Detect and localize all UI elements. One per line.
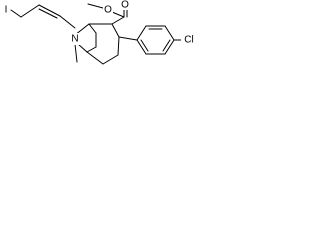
ring-bond-6 — [136, 39, 147, 55]
bond-c4-bridgehead — [86, 51, 104, 65]
bond-c2-c3 — [117, 36, 120, 56]
nitrogen-label: N — [71, 34, 78, 45]
ester-oxygen-label: O — [104, 5, 112, 16]
ring-bond-4 — [164, 39, 175, 55]
iodopropenyl-group — [10, 4, 76, 29]
iodine-label: I — [5, 5, 8, 16]
bond-c2-c3-double-inner — [38, 8, 58, 19]
bond-c3-ipso — [118, 36, 138, 41]
bond-c2-c3-double-outer — [38, 4, 61, 17]
ring-bond-3 — [164, 25, 175, 41]
bond-n-methyl — [74, 43, 78, 63]
tropane-core — [74, 23, 120, 65]
ring-bond-1 — [136, 25, 147, 41]
bond-carbonyl-o-ester — [111, 11, 125, 18]
ring-double-3 — [140, 39, 149, 52]
ring-double-2 — [162, 39, 171, 52]
bond-c1-c2 — [20, 4, 40, 18]
chlorophenyl-group — [118, 25, 182, 55]
methyl-ester-group — [87, 3, 128, 25]
bond-i-c1 — [10, 9, 22, 18]
atom-labels: I N Cl O O — [2, 0, 196, 46]
bond-back-bridge-b — [86, 46, 97, 53]
bond-upper-to-c2 — [111, 23, 120, 38]
bond-bridgehead-n — [77, 43, 88, 53]
carbonyl-oxygen-label: O — [121, 0, 129, 11]
bond-c2-carbonyl — [111, 16, 125, 25]
chlorine-label: Cl — [184, 35, 193, 46]
bond-c3-c4 — [59, 15, 76, 29]
bond-bridgehead-top — [88, 23, 97, 34]
bond-ester-methyl — [87, 3, 104, 9]
chemical-structure: I N Cl O O — [2, 0, 196, 65]
bond-c3-c4 — [102, 54, 119, 65]
